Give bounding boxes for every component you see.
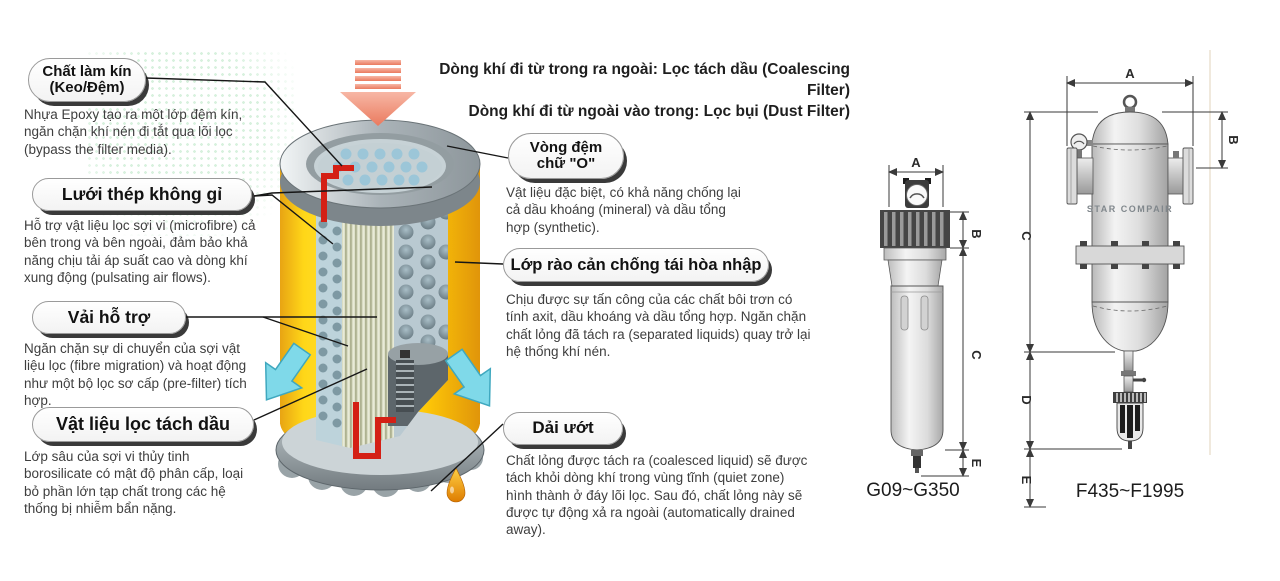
pressure-indicator-icon [903,178,931,208]
callout-oring-label-line2: chữ "O" [536,155,596,172]
dim-label-c-small: C [969,350,984,360]
dim-label-e-large: E [1019,476,1034,485]
mid-flange [1075,241,1185,269]
callout-media-label: Vật liệu lọc tách dầu [55,413,231,434]
dim-label-d-large: D [1019,395,1034,404]
filter-endcap-spring [388,343,448,426]
callout-barrier-desc: Chịu được sự tấn công của các chất bôi t… [506,292,811,359]
filter-cutaway-illustration [264,60,492,503]
drawing-threaded-filter: A [866,155,984,501]
callout-pill-media: Vật liệu lọc tách dầu [32,407,254,442]
dim-label-e-small: E [969,459,984,468]
filter-bowl [890,285,944,473]
callout-pill-oring: Vòng đệm chữ "O" [508,133,624,179]
callout-seal-desc: Nhựa Epoxy tạo ra một lớp đệm kín, ngăn … [24,107,243,157]
callout-mesh-desc: Hỗ trợ vật liệu lọc sợi vi (microfibre) … [24,218,256,285]
pressure-gauge-icon [1070,133,1093,158]
callout-support-label: Vải hỗ trợ [67,306,151,327]
airflow-header-line1: Dòng khí đi từ trong ra ngoài: Lọc tách … [439,61,850,99]
callout-pill-wet: Dải ướt [503,412,623,445]
callout-support-desc: Ngăn chặn sự di chuyển của sợi vật liệu … [24,341,247,408]
callout-pill-mesh: Lưới thép không gỉ [32,178,252,211]
inlet-arrow-icon [340,60,416,126]
callout-seal-label-line1: Chất làm kín [42,62,132,80]
drawing-flanged-filter: A STAR COMPAIR [1019,66,1241,508]
drain-assembly [1113,350,1147,449]
dim-label-a-small: A [911,155,921,170]
model-label-small: G09~G350 [866,480,960,501]
callout-wet-desc: Chất lỏng được tách ra (coalesced liquid… [506,453,808,538]
callout-seal-label-line2: (Keo/Đệm) [49,79,125,96]
filter-head [880,210,950,287]
callout-pill-seal: Chất làm kín (Keo/Đệm) [28,58,146,102]
right-panel-divider [1209,50,1211,455]
vessel-body: STAR COMPAIR [1066,94,1194,449]
callout-pill-barrier: Lớp rào cản chống tái hòa nhập [503,248,769,282]
callout-wet-label: Dải ướt [532,418,594,438]
airflow-header-line2: Dòng khí đi từ ngoài vào trong: Lọc bụi … [468,102,850,120]
brand-label: STAR COMPAIR [1087,204,1173,214]
callout-oring-desc: Vật liệu đặc biệt, có khả năng chống lại… [506,185,741,235]
callout-mesh-label: Lưới thép không gỉ [61,183,223,204]
callout-media-desc: Lớp sâu của sợi vi thủy tinh borosilicat… [24,449,244,516]
dim-label-b-large: B [1226,135,1241,144]
dim-label-b-small: B [969,229,984,238]
airflow-header: Dòng khí đi từ trong ra ngoài: Lọc tách … [420,60,850,123]
callout-pill-support: Vải hỗ trợ [32,301,186,334]
lifting-ring-icon [1122,94,1138,110]
callout-oring-label-line1: Vòng đệm [529,138,603,156]
dim-label-a-large: A [1125,66,1135,81]
epoxy-seal-bottom [353,402,396,459]
filter-top-cap [279,119,481,226]
outlet-arrow-right-icon [444,348,492,407]
model-label-large: F435~F1995 [1076,481,1184,502]
callout-barrier-label: Lớp rào cản chống tái hòa nhập [510,255,762,274]
dim-label-c-large: C [1019,231,1034,241]
